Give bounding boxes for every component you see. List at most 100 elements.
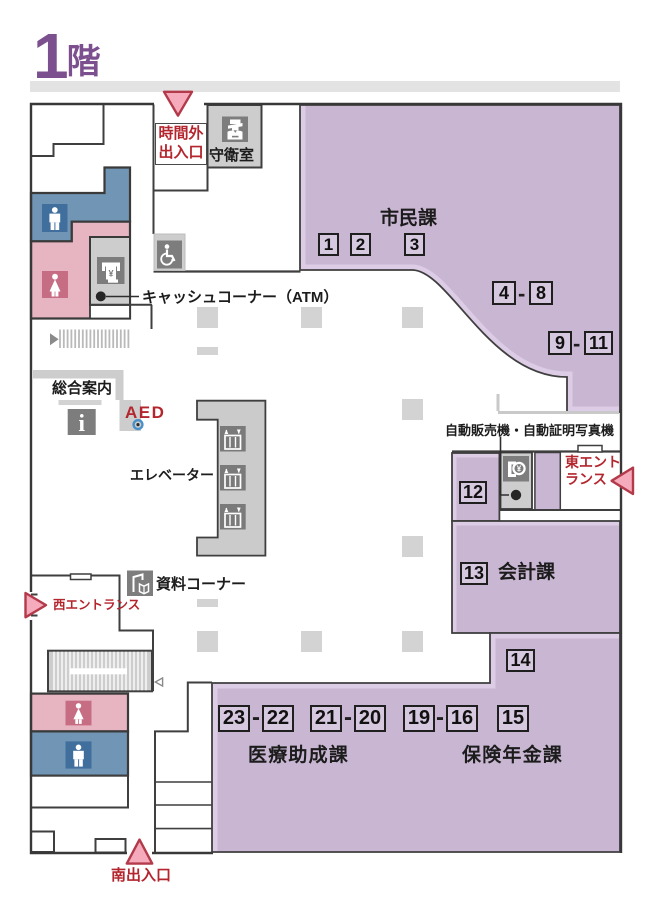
east-entrance-line1: 東エント: [565, 454, 621, 470]
counter-range-dash: -: [436, 704, 444, 731]
south-wall-box: [30, 830, 55, 853]
elevator-icon: [220, 465, 246, 491]
bench: [197, 599, 218, 607]
counter-box-2: 2: [350, 233, 371, 256]
wheelchair-toilet: [153, 233, 186, 271]
pillar: [197, 631, 218, 652]
counter-box-14: 14: [506, 649, 535, 672]
pillar: [402, 399, 423, 420]
counter-box-9: 9: [548, 331, 572, 355]
counter-box-22: 22: [262, 705, 294, 732]
purple-strip-vending-side: [534, 451, 562, 511]
information-sign: [67, 409, 96, 435]
counter-box-19: 19: [403, 705, 435, 732]
triangle-left-icon: [610, 466, 635, 496]
aed-circle-icon: [132, 419, 144, 431]
west-entrance-label: 西エントランス: [53, 598, 141, 612]
counter-box-1: 1: [318, 233, 339, 256]
east-entrance-line2: ランス: [565, 470, 607, 487]
female-figure-icon: [73, 703, 84, 724]
male-figure-icon: [73, 744, 84, 767]
south-restrooms: [29, 692, 130, 809]
top-exterior-band: [30, 81, 620, 92]
bench: [197, 347, 218, 355]
pillar: [402, 631, 423, 652]
entrance-arrows: [24, 90, 635, 865]
pillar: [301, 307, 322, 328]
counter-box-16: 16: [446, 705, 478, 732]
atm-corner: ¥: [89, 236, 139, 320]
after-hours-entrance-label: 時間外 出入口: [155, 123, 207, 165]
escalator-direction-icon: [50, 333, 59, 346]
pillar: [197, 307, 218, 328]
counter-range-dash: -: [573, 331, 581, 356]
east-entrance-label: 東エント ランス: [565, 454, 621, 487]
light-walls: [496, 394, 619, 414]
counter-box-15: 15: [497, 705, 529, 732]
male-figure-icon: [49, 207, 61, 230]
counter-box-13: 13: [460, 562, 488, 585]
atm-lower-box: [89, 304, 131, 320]
guard-room-label: 守衛室: [209, 147, 255, 164]
guard-icon: [227, 119, 243, 140]
vending-location-dot: [510, 489, 522, 501]
documents-corner-label: 資料コーナー: [156, 575, 247, 593]
after-hours-corridor-wall: [152, 104, 209, 234]
accounting-division-label: 会計課: [498, 562, 556, 583]
wheelchair-icon: [160, 244, 176, 266]
counter-box-4: 4: [492, 281, 516, 305]
vending-corner: ¥: [499, 436, 533, 510]
atm-label: キャッシュコーナー（ATM）: [142, 288, 339, 306]
escalator: [50, 329, 130, 348]
guard-box: [222, 116, 248, 142]
information-label: 総合案内: [52, 380, 113, 397]
citizens-division-label: 市民課: [380, 208, 438, 229]
outer-walls: [29, 102, 623, 855]
counter-box-11: 11: [584, 331, 613, 355]
west-room-notch: [69, 573, 92, 581]
atm-icon: ¥: [102, 262, 120, 283]
northwest-room-wall: [31, 104, 105, 157]
after-hours-line1: 時間外: [158, 125, 204, 143]
pillar: [402, 536, 423, 557]
floor-number: 1: [33, 20, 69, 92]
counter-box-8: 8: [529, 281, 553, 305]
insurance-pension-label: 保険年金課: [462, 744, 564, 766]
counter-range-dash: -: [344, 704, 352, 731]
stairs-direction-icon: [153, 676, 164, 688]
triangle-right-icon: [24, 591, 48, 619]
elevator-block: [196, 399, 267, 557]
citizens-division-area: [299, 104, 621, 413]
counter-box-21: 21: [310, 705, 342, 732]
room-below-restrooms: [30, 774, 129, 809]
elevator-label: エレベーター: [130, 467, 214, 483]
elevator-icon: [220, 426, 246, 452]
yen-glyph: ¥: [108, 269, 113, 279]
triangle-down-icon: [162, 90, 194, 117]
counter-box-12: 12: [459, 481, 487, 504]
vending-label: 自動販売機・自動証明写真機: [445, 423, 615, 438]
atm-block-walls: [90, 303, 153, 329]
counter-box-3: 3: [404, 233, 425, 256]
south-cells-walls: [154, 681, 212, 852]
vending-coin-icon: ¥: [508, 461, 526, 477]
elevator-icon: [220, 504, 246, 530]
counter-box-23: 23: [218, 705, 250, 732]
counter-box-20: 20: [354, 705, 386, 732]
floor-title: 1階: [33, 24, 101, 88]
information-i-icon: i: [78, 411, 85, 437]
floor-kanji: 階: [66, 43, 101, 81]
south-entrance-label: 南出入口: [111, 867, 172, 884]
stairs: [47, 649, 164, 693]
counter-range-dash: -: [518, 281, 526, 306]
accounting-division-area: [451, 520, 621, 634]
yen-glyph: ¥: [517, 465, 522, 474]
triangle-up-icon: [125, 838, 154, 865]
south-wall-box: [94, 838, 127, 854]
after-hours-line2: 出入口: [158, 144, 204, 161]
vending-leader-line: [499, 436, 509, 496]
hall-benches: [197, 347, 218, 607]
pillar: [301, 631, 322, 652]
atm-location-dot: [95, 291, 106, 302]
